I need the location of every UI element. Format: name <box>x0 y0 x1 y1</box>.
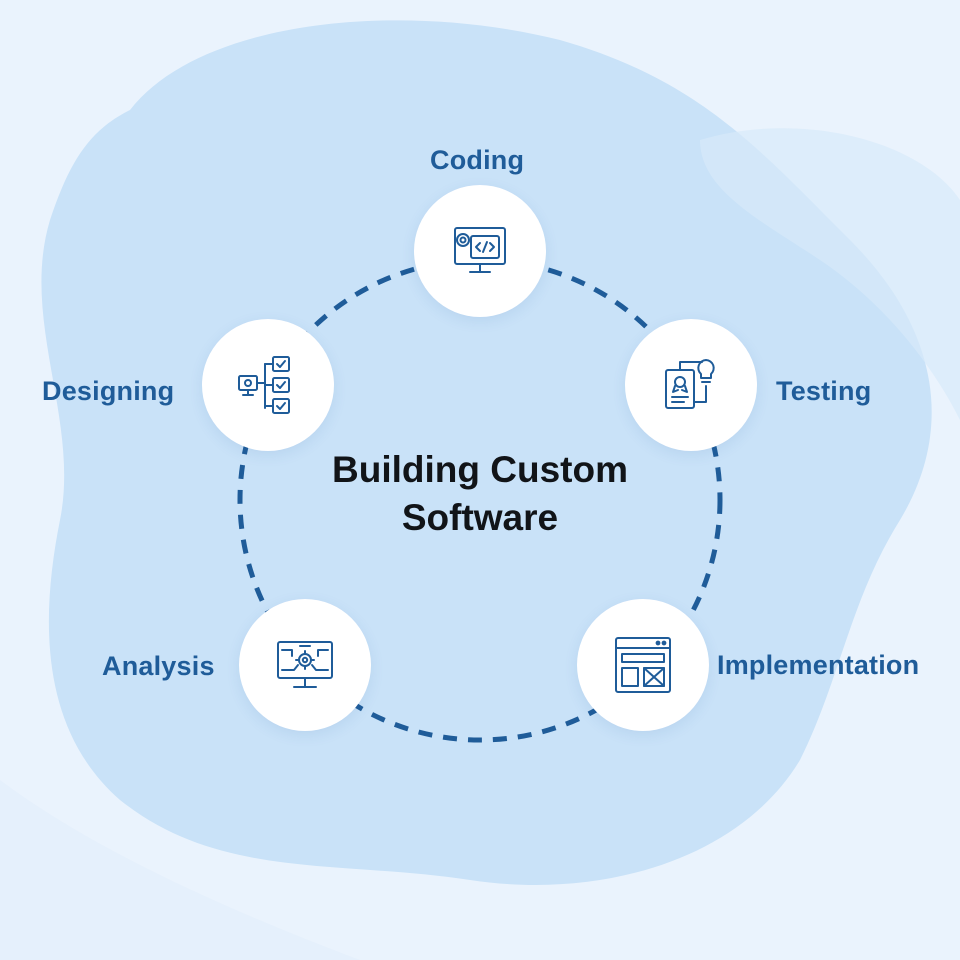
testing-node[interactable] <box>625 319 757 451</box>
implementation-node[interactable] <box>577 599 709 731</box>
design-flowchart-checklist-icon <box>238 356 290 414</box>
analysis-label: Analysis <box>102 651 215 681</box>
analysis-node[interactable] <box>239 599 371 731</box>
code-monitor-icon <box>454 227 506 273</box>
testing-document-lightbulb-icon <box>665 359 715 409</box>
designing-label: Designing <box>42 376 175 406</box>
diagram-title-line-1: Building Custom <box>332 449 628 490</box>
background-blob-light <box>700 128 960 421</box>
background-blob-bottom <box>0 780 360 960</box>
testing-label: Testing <box>776 376 872 406</box>
diagram-title-line-2: Software <box>401 497 559 538</box>
designing-node[interactable] <box>202 319 334 451</box>
implementation-label: Implementation <box>717 650 920 680</box>
coding-node[interactable] <box>414 185 546 317</box>
diagram-title: Building Custom Software <box>270 446 690 542</box>
coding-label: Coding <box>430 145 525 175</box>
analysis-monitor-gear-icon <box>277 641 333 688</box>
browser-window-layout-icon <box>615 637 671 693</box>
